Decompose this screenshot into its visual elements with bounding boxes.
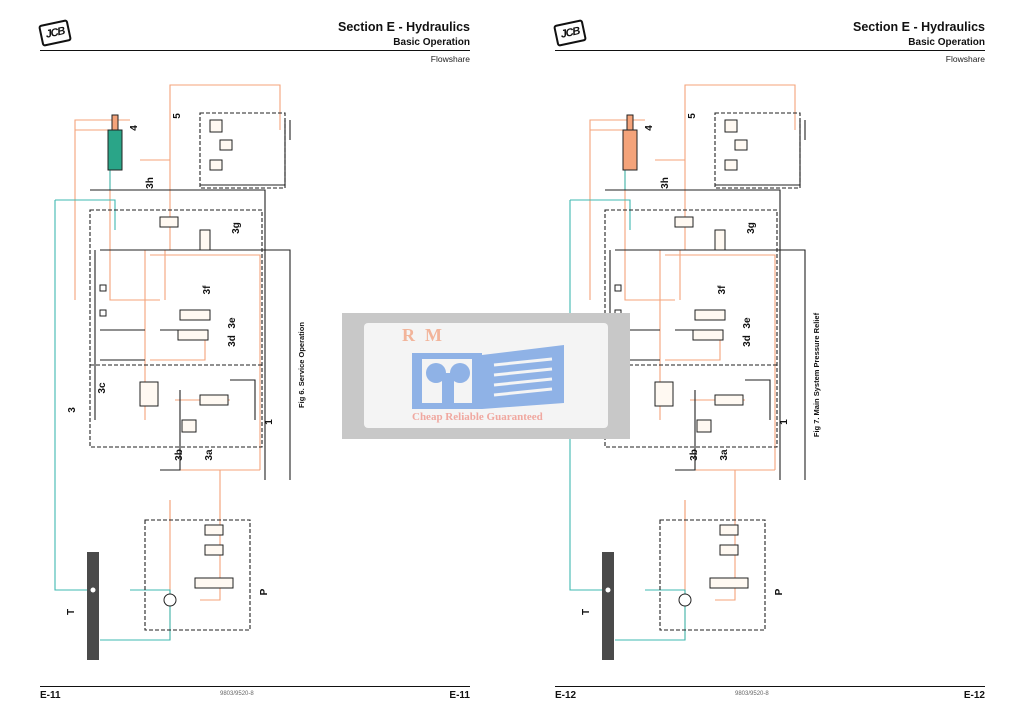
valve-symbol xyxy=(181,419,197,433)
document-number: 9803/9520-8 xyxy=(735,691,769,697)
valve-symbol xyxy=(719,544,739,556)
pump-symbol xyxy=(163,593,177,607)
valve-symbol xyxy=(209,119,223,133)
label-3b: 3b xyxy=(174,449,185,461)
label-3h: 3h xyxy=(145,177,156,189)
header-rule xyxy=(555,50,985,51)
tank-symbol xyxy=(87,552,99,660)
valve-symbol xyxy=(219,139,233,151)
hydraulic-schematic: 4 5 3h 3g 3f 3e 3d 3c 3 1 3b 3aP T Fig 6. Service Ope… xyxy=(54,84,306,660)
section-name: Flowshare xyxy=(430,54,470,64)
valve-symbol xyxy=(199,229,211,251)
valve-symbol xyxy=(719,524,739,536)
label-3h: 3h xyxy=(660,177,671,189)
footer-rule xyxy=(40,686,470,687)
figure-caption: Fig 6. Service Operation xyxy=(297,322,306,408)
valve-symbol xyxy=(179,309,211,321)
valve-symbol xyxy=(204,544,224,556)
label-5: 5 xyxy=(172,113,183,119)
label-3e: 3e xyxy=(227,317,238,329)
document-number: 9803/9520-8 xyxy=(220,691,254,697)
label-T: T xyxy=(581,609,592,615)
watermark: RM Cheap Reliable Guaranteed xyxy=(342,313,630,439)
label-3f: 3f xyxy=(202,285,213,295)
pump-symbol xyxy=(678,593,692,607)
valve-symbol xyxy=(696,419,712,433)
label-3d: 3d xyxy=(227,335,238,347)
valve-symbol xyxy=(724,159,738,171)
label-4: 4 xyxy=(129,125,140,131)
label-3c: 3c xyxy=(97,382,108,394)
watermark-brand: RM xyxy=(402,325,452,345)
section-title: Section E - Hydraulics xyxy=(853,20,985,34)
label-1: 1 xyxy=(264,419,275,425)
label-3e: 3e xyxy=(742,317,753,329)
valve-symbol xyxy=(734,139,748,151)
section-subtitle: Basic Operation xyxy=(393,37,470,48)
page-number-left: E-12 xyxy=(555,690,577,701)
valve-symbol xyxy=(199,394,229,406)
figure-caption: Fig 7. Main System Pressure Relief xyxy=(812,312,821,437)
valve-symbol xyxy=(177,329,209,341)
valve-symbol xyxy=(159,216,179,228)
label-3: 3 xyxy=(67,407,78,413)
valve-symbol xyxy=(694,309,726,321)
label-1: 1 xyxy=(779,419,790,425)
valve-symbol xyxy=(654,381,674,407)
valve-symbol xyxy=(709,577,749,589)
valve-symbol xyxy=(674,216,694,228)
watermark-tagline: Cheap Reliable Guaranteed xyxy=(412,411,543,423)
valve-symbol xyxy=(139,381,159,407)
section-name: Flowshare xyxy=(945,54,985,64)
label-5: 5 xyxy=(687,113,698,119)
valve-symbol xyxy=(692,329,724,341)
valve-symbol xyxy=(714,394,744,406)
label-3g: 3g xyxy=(231,222,242,234)
valve-symbol xyxy=(209,159,223,171)
label-4: 4 xyxy=(644,125,655,131)
section-title: Section E - Hydraulics xyxy=(338,20,470,34)
page-number-right: E-11 xyxy=(449,690,470,701)
footer-rule xyxy=(555,686,985,687)
label-3f: 3f xyxy=(717,285,728,295)
page-number-right: E-12 xyxy=(963,690,985,701)
label-3a: 3a xyxy=(719,449,730,461)
valve-symbol xyxy=(714,229,726,251)
valve-symbol xyxy=(204,524,224,536)
tank-symbol xyxy=(602,552,614,660)
watermark-book-icon xyxy=(412,345,564,409)
label-P: P xyxy=(259,588,270,595)
cylinder-4 xyxy=(107,129,123,171)
label-3a: 3a xyxy=(204,449,215,461)
page-number-left: E-11 xyxy=(40,690,61,701)
label-3g: 3g xyxy=(746,222,757,234)
label-3b: 3b xyxy=(689,449,700,461)
valve-symbol xyxy=(724,119,738,133)
label-T: T xyxy=(66,609,77,615)
cylinder-4 xyxy=(622,129,638,171)
label-3d: 3d xyxy=(742,335,753,347)
header-rule xyxy=(40,50,470,51)
section-subtitle: Basic Operation xyxy=(908,37,985,48)
valve-symbol xyxy=(194,577,234,589)
label-P: P xyxy=(774,588,785,595)
